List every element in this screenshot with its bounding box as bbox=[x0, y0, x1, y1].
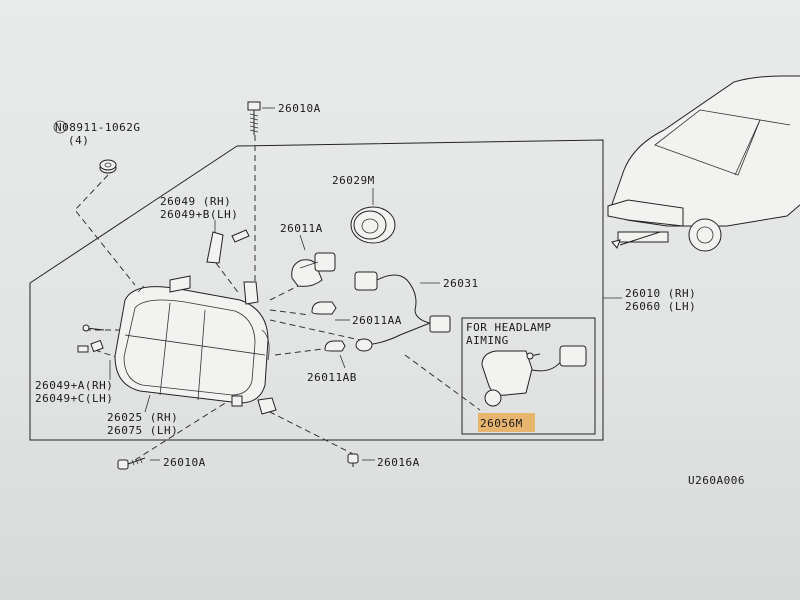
small-bulb-icon bbox=[311, 301, 337, 315]
bolt-bottom-icon bbox=[347, 453, 359, 467]
assembly-rh-label: 26010 (RH) bbox=[625, 287, 696, 300]
bracket-icon bbox=[206, 229, 250, 264]
label-pointers bbox=[109, 107, 622, 461]
side-bulb-icon bbox=[324, 340, 346, 352]
nut-part-label: N08911-1062G bbox=[55, 121, 140, 134]
aiming-title-line2: AIMING bbox=[466, 334, 509, 347]
harness-label: 26031 bbox=[443, 277, 479, 290]
bulb-holder-icon bbox=[350, 206, 396, 244]
aiming-part-highlight bbox=[478, 413, 535, 432]
aiming-motor-icon bbox=[481, 345, 587, 407]
clip-screw-icon bbox=[77, 324, 105, 353]
vehicle-outline-icon bbox=[607, 75, 800, 252]
headlamp-body-icon bbox=[114, 275, 277, 415]
bracket-lh-label: 26049+B(LH) bbox=[160, 208, 238, 221]
bracket-rh-label: 26049 (RH) bbox=[160, 195, 231, 208]
bolt-bottom-label: 26016A bbox=[377, 456, 420, 469]
nut-icon bbox=[99, 159, 117, 174]
screw-bottom-icon bbox=[117, 457, 146, 470]
assembly-boundary bbox=[29, 139, 604, 441]
lens-rh-label: 26025 (RH) bbox=[107, 411, 178, 424]
aiming-subbox bbox=[461, 317, 596, 435]
lens-lh-label: 26075 (LH) bbox=[107, 424, 178, 437]
clip-rh-label: 26049+A(RH) bbox=[35, 379, 113, 392]
bulb-holder-label: 26029M bbox=[332, 174, 375, 187]
screw-bottom-label: 26010A bbox=[163, 456, 206, 469]
figure-code-label: U260A006 bbox=[688, 474, 745, 487]
leader-lines bbox=[74, 135, 481, 461]
main-bulb-icon bbox=[291, 252, 336, 287]
nut-qty-label: (4) bbox=[68, 134, 89, 147]
bulb-main-label: 26011A bbox=[280, 222, 323, 235]
assembly-lh-label: 26060 (LH) bbox=[625, 300, 696, 313]
bulb-small-label: 26011AA bbox=[352, 314, 402, 327]
aiming-title-line1: FOR HEADLAMP bbox=[466, 321, 551, 334]
screw-top-label: 26010A bbox=[278, 102, 321, 115]
clip-lh-label: 26049+C(LH) bbox=[35, 392, 113, 405]
aiming-part-label: 26056M bbox=[480, 417, 523, 430]
screw-top-icon bbox=[247, 101, 261, 135]
part-labels: N08911-1062G (4) 26010A 26029M 26049 (RH… bbox=[35, 102, 745, 487]
wiring-harness-icon bbox=[354, 271, 451, 352]
bulb-side-label: 26011AB bbox=[307, 371, 357, 384]
